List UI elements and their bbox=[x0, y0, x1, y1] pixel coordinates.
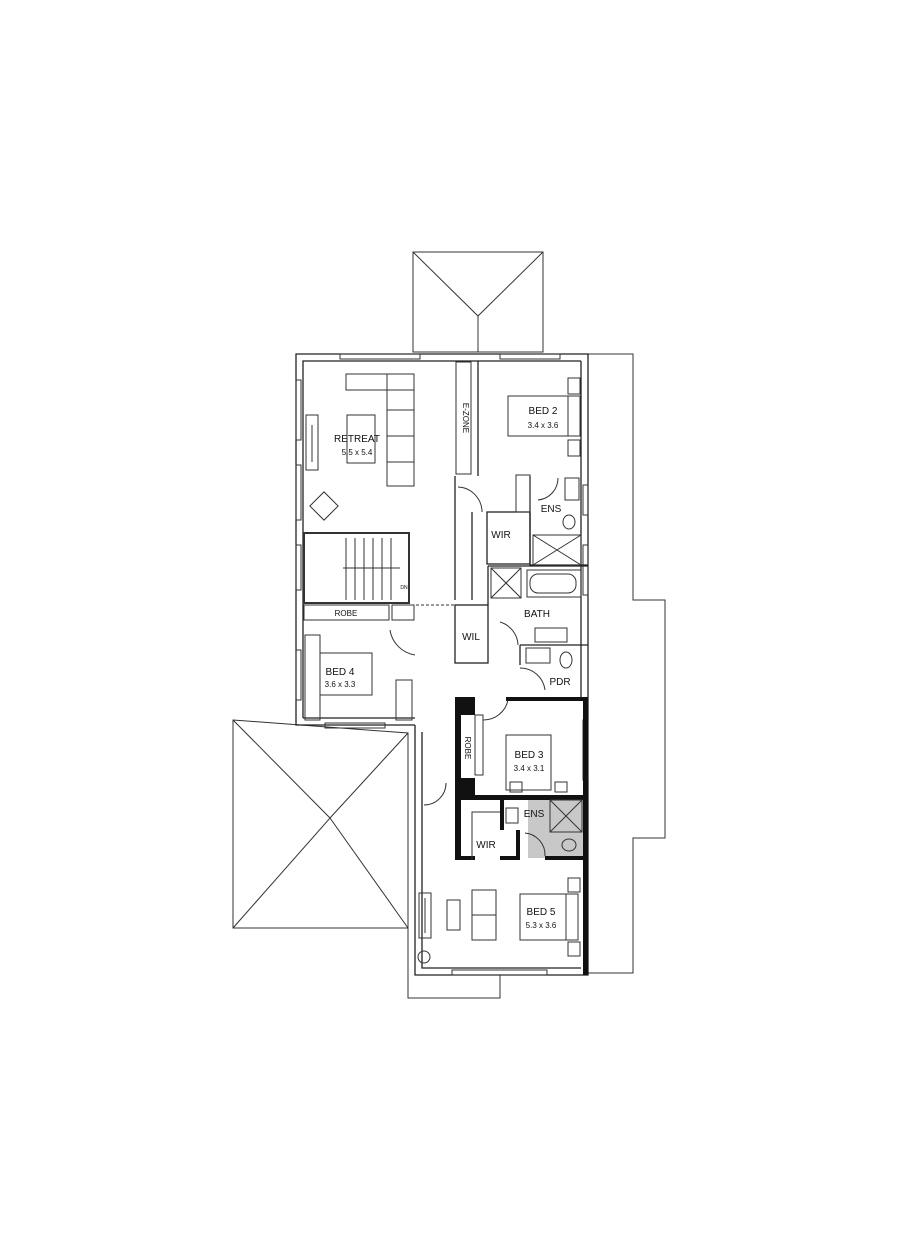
wir3-label: WIR bbox=[476, 840, 495, 851]
staircase[interactable] bbox=[303, 532, 410, 604]
door-swing[interactable] bbox=[457, 486, 483, 513]
ezone-label: E-ZONE bbox=[461, 403, 470, 433]
veranda-outline bbox=[588, 353, 666, 974]
retreat-furniture bbox=[305, 361, 472, 521]
new-walls bbox=[455, 697, 588, 975]
retreat-label: RETREAT bbox=[334, 434, 380, 445]
door-swing[interactable] bbox=[519, 667, 546, 691]
bath-label: BATH bbox=[524, 609, 550, 620]
wil-label: WIL bbox=[462, 632, 480, 643]
windows bbox=[295, 353, 589, 976]
wir2-label: WIR bbox=[491, 530, 510, 541]
bath-fixtures bbox=[490, 567, 582, 669]
bed3-size: 3.4 x 3.1 bbox=[514, 764, 545, 773]
bed3-furniture bbox=[423, 699, 583, 860]
ens3-label: ENS bbox=[524, 809, 545, 820]
bed3-label: BED 3 bbox=[515, 750, 544, 761]
bed5-size: 5.3 x 3.6 bbox=[526, 921, 557, 930]
porch-outline bbox=[407, 928, 501, 999]
pdr-label: PDR bbox=[549, 677, 570, 688]
robe-bed3-label: ROBE bbox=[463, 737, 472, 760]
door-swing[interactable] bbox=[499, 621, 519, 646]
bed2-furniture bbox=[507, 377, 581, 457]
bed4-label: BED 4 bbox=[326, 667, 355, 678]
bed5-furniture bbox=[417, 877, 581, 964]
outer-walls bbox=[295, 353, 589, 976]
roof-top bbox=[412, 251, 544, 353]
bed4-furniture bbox=[304, 629, 416, 721]
robe-bed4 bbox=[303, 604, 390, 621]
ens2-fixtures bbox=[515, 474, 582, 566]
retreat-size: 5.5 x 5.4 bbox=[342, 448, 373, 457]
bed2-size: 3.4 x 3.6 bbox=[528, 421, 559, 430]
ens3-floor bbox=[528, 800, 583, 858]
bed4-size: 3.6 x 3.3 bbox=[325, 680, 356, 689]
roof-bottom-left bbox=[232, 719, 409, 929]
stair-direction-label: DN bbox=[400, 585, 408, 591]
robe-bed4-label: ROBE bbox=[335, 609, 358, 618]
bed5-label: BED 5 bbox=[527, 907, 556, 918]
bed2-label: BED 2 bbox=[529, 406, 558, 417]
cabinet bbox=[391, 604, 415, 621]
ens2-label: ENS bbox=[541, 504, 562, 515]
